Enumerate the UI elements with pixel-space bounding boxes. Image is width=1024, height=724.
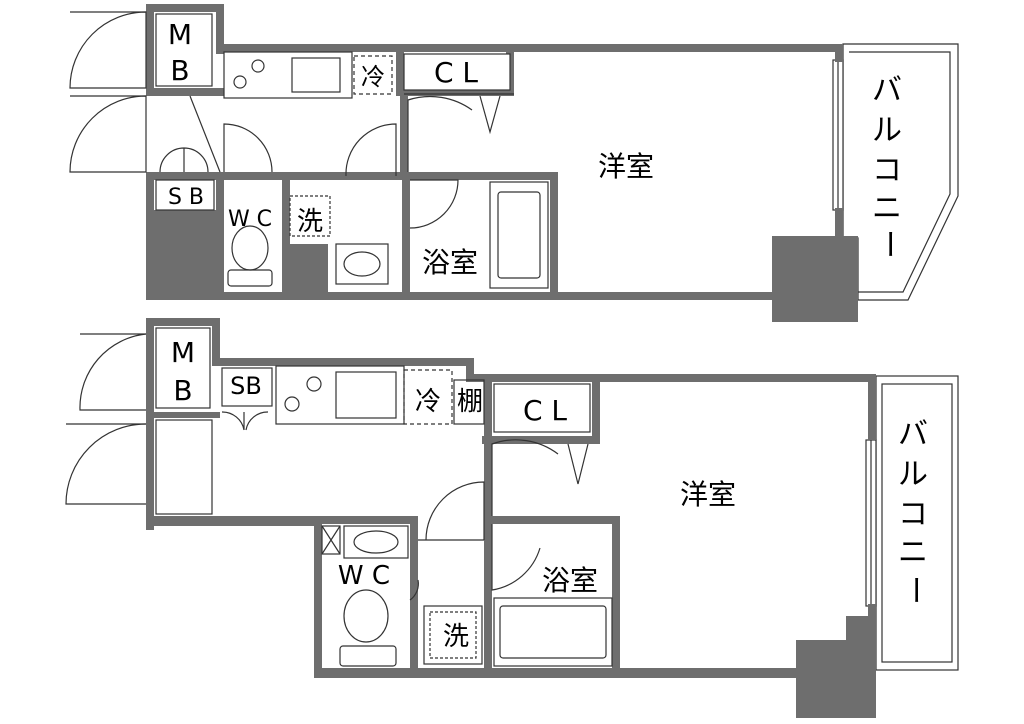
bathtub <box>493 597 613 667</box>
bathroom-label: 浴室 <box>422 246 478 279</box>
washer-space <box>289 195 331 237</box>
closet-label: C L <box>523 394 567 427</box>
sb-box <box>155 179 215 211</box>
door-entry-upper <box>79 333 147 411</box>
mb-label-m: M <box>171 336 195 369</box>
stove-burner <box>233 75 247 89</box>
mb-label-b: B <box>173 374 192 407</box>
toilet-tank <box>227 269 273 287</box>
fridge-label: 冷 <box>361 63 385 91</box>
door-entry-upper <box>69 11 147 89</box>
balcony-char: コ <box>872 153 902 188</box>
fridge-space <box>353 55 393 95</box>
shelf-label: 棚 <box>457 387 483 417</box>
wc-shelf <box>321 525 341 555</box>
mb-box <box>155 13 213 87</box>
closet-label: C L <box>434 56 478 89</box>
balcony-char: ニ <box>898 535 928 570</box>
bathroom-label: 浴室 <box>542 564 598 597</box>
washer-space <box>423 605 483 665</box>
door-wc <box>223 123 273 173</box>
stove-burner <box>251 59 265 73</box>
door-bath <box>491 524 541 591</box>
toilet-bowl <box>231 225 269 271</box>
balcony-char: バ <box>872 73 902 108</box>
washbasin <box>335 243 389 285</box>
kitchen-counter <box>275 365 405 425</box>
balcony-char: ル <box>872 113 902 148</box>
shoe-cabinet <box>155 419 213 515</box>
door-bath <box>409 179 459 229</box>
kitchen-sink <box>291 57 341 93</box>
toilet-tank <box>339 645 397 667</box>
western-room-label: 洋室 <box>680 478 736 511</box>
door-room <box>491 439 559 516</box>
floor-plan-a <box>69 4 959 322</box>
wc-vanity <box>343 525 409 559</box>
door-hall <box>425 481 485 541</box>
door-entry-lower <box>65 423 147 505</box>
bathtub <box>489 181 549 289</box>
closet-door <box>567 443 589 485</box>
stove-burner <box>284 396 300 412</box>
balcony-outline <box>875 375 959 671</box>
closet-box <box>493 383 591 433</box>
toilet-bowl <box>343 589 389 643</box>
washer-label: 洗 <box>297 207 323 237</box>
wc-label: W C <box>228 207 272 232</box>
door-wc <box>409 579 419 601</box>
balcony-char: コ <box>898 497 928 532</box>
mb-box <box>155 327 211 409</box>
floor-plan-b <box>65 318 959 718</box>
labels-a: M B 冷 C L 洋室 S B W C 洗 浴室 バ ル コ ニ ー <box>168 18 906 279</box>
sb-doors <box>221 411 269 431</box>
sb-box <box>221 367 273 407</box>
sb-doors <box>159 147 209 173</box>
wc-label: W C <box>338 561 390 591</box>
fridge-space <box>403 369 453 425</box>
kitchen-counter <box>223 51 353 99</box>
sb-label: SB <box>230 372 262 400</box>
closet-box <box>403 53 511 91</box>
labels-b: M B SB 冷 棚 C L 洋室 W C 浴室 洗 バ ル コ ニ ー <box>171 336 932 652</box>
balcony-inner-outline <box>849 51 951 293</box>
shelf-box <box>453 379 485 425</box>
balcony-char: ー <box>897 575 932 605</box>
mb-label-b: B <box>170 54 189 87</box>
washer-label: 洗 <box>443 622 469 652</box>
fridge-label: 冷 <box>415 387 441 417</box>
door-hall <box>407 95 473 172</box>
balcony-char: ニ <box>872 191 902 226</box>
walls-a <box>146 4 858 322</box>
sb-label: S B <box>168 185 204 210</box>
door-entry-lower <box>69 95 147 173</box>
balcony-char: ル <box>898 457 928 492</box>
balcony-char: ー <box>871 229 906 259</box>
closet-door <box>479 95 501 135</box>
mb-label-m: M <box>168 18 192 51</box>
western-room-label: 洋室 <box>598 150 654 183</box>
door-room <box>345 123 397 177</box>
stove-burner <box>306 376 322 392</box>
kitchen-sink <box>335 371 397 419</box>
balcony-inner-outline <box>881 383 953 663</box>
balcony-char: バ <box>898 417 928 452</box>
